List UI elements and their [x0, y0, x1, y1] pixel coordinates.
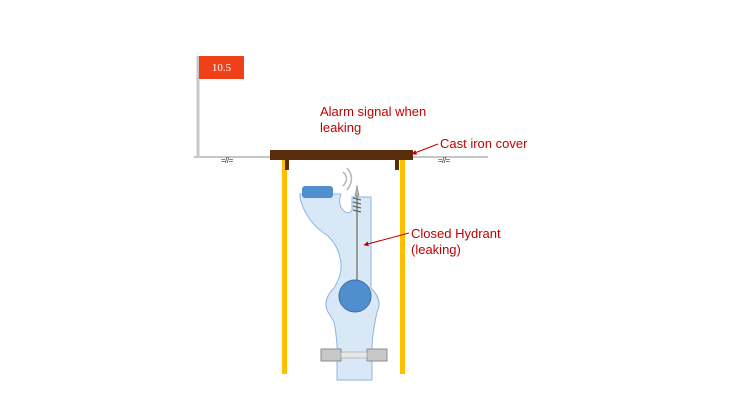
- flange-left: [320, 348, 342, 362]
- ground-break-mark-right: =//=: [438, 156, 450, 165]
- alarm-signal-label: Alarm signal when leaking: [320, 104, 427, 135]
- spindle-tip: [354, 184, 360, 197]
- ground-break-mark-left: =//=: [221, 156, 233, 165]
- cover-bracket-left: [285, 159, 289, 170]
- flag-value: 10.5: [211, 61, 232, 74]
- outlet-cap: [302, 186, 333, 198]
- hydrant-arrow: [363, 232, 410, 247]
- flange-right: [366, 348, 388, 362]
- cast-iron-cover-label: Cast iron cover: [440, 136, 528, 151]
- cover-arrow: [411, 143, 439, 155]
- cast-iron-cover: [270, 150, 413, 160]
- frame-post-left: [282, 159, 287, 374]
- signal-wave-icon: [342, 167, 353, 191]
- valve-ball: [338, 279, 372, 313]
- cover-bracket-right: [395, 159, 399, 170]
- frame-post-right: [400, 159, 405, 374]
- flag: [199, 56, 244, 79]
- closed-hydrant-label: Closed Hydrant (leaking): [411, 226, 501, 257]
- flange-center: [340, 351, 368, 359]
- spindle-thread: [352, 197, 362, 213]
